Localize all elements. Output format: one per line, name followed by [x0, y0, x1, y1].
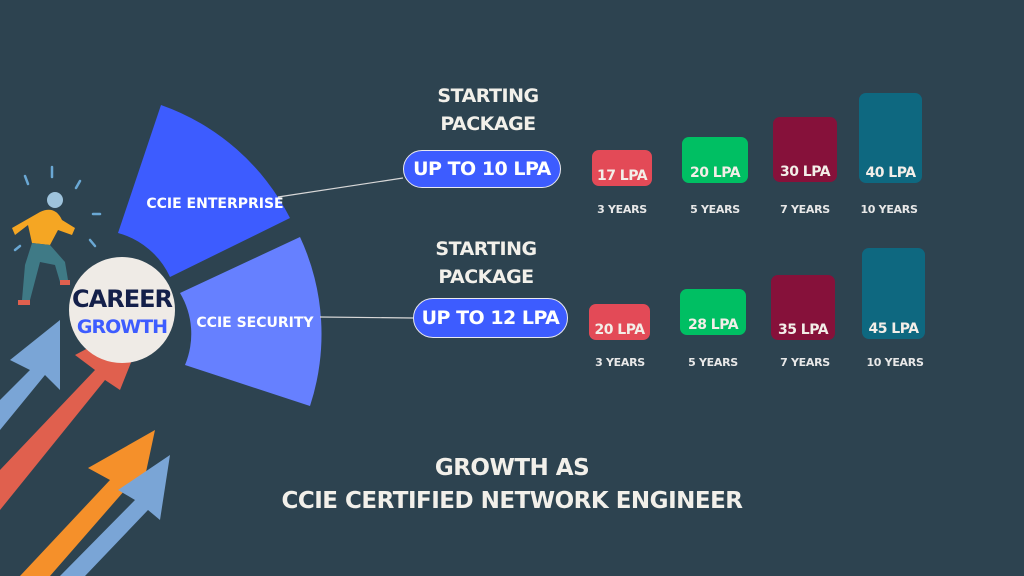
salary-bar: 30 LPA — [773, 117, 837, 182]
center-circle — [69, 257, 175, 363]
years-label: 7 YEARS — [780, 356, 830, 369]
climbing-person-illustration — [12, 165, 102, 305]
center-title: CAREER — [72, 285, 173, 313]
heading-starting: STARTING — [437, 85, 539, 107]
years-label: 5 YEARS — [690, 203, 740, 216]
years-label: 5 YEARS — [688, 356, 738, 369]
footer-line2: CCIE CERTIFIED NETWORK ENGINEER — [281, 488, 743, 514]
sector-enterprise[interactable] — [118, 105, 290, 277]
sector-security-label: CCIE SECURITY — [196, 315, 314, 331]
package-pill-security: UP TO 12 LPA — [413, 298, 568, 338]
years-label: 10 YEARS — [866, 356, 924, 369]
heading-package: PACKAGE — [440, 113, 536, 135]
salary-bar: 35 LPA — [771, 275, 835, 340]
salary-bar: 40 LPA — [859, 93, 922, 183]
salary-bar: 28 LPA — [680, 289, 746, 335]
years-label: 7 YEARS — [780, 203, 830, 216]
heading-starting: STARTING — [435, 238, 537, 260]
years-label: 10 YEARS — [860, 203, 918, 216]
growth-arrows-illustration — [0, 315, 170, 576]
years-label: 3 YEARS — [597, 203, 647, 216]
sector-security[interactable] — [180, 237, 322, 406]
connector-line — [277, 177, 404, 198]
salary-bar: 20 LPA — [589, 304, 650, 340]
salary-bar: 45 LPA — [862, 248, 925, 339]
years-label: 3 YEARS — [595, 356, 645, 369]
center-subtitle: GROWTH — [76, 316, 168, 338]
salary-bar: 20 LPA — [682, 137, 748, 183]
salary-bar: 17 LPA — [592, 150, 652, 186]
sector-enterprise-label: CCIE ENTERPRISE — [146, 196, 284, 212]
footer-line1: GROWTH AS — [434, 455, 590, 481]
heading-package: PACKAGE — [438, 266, 534, 288]
connector-line — [319, 316, 414, 319]
package-pill-enterprise: UP TO 10 LPA — [403, 150, 561, 188]
